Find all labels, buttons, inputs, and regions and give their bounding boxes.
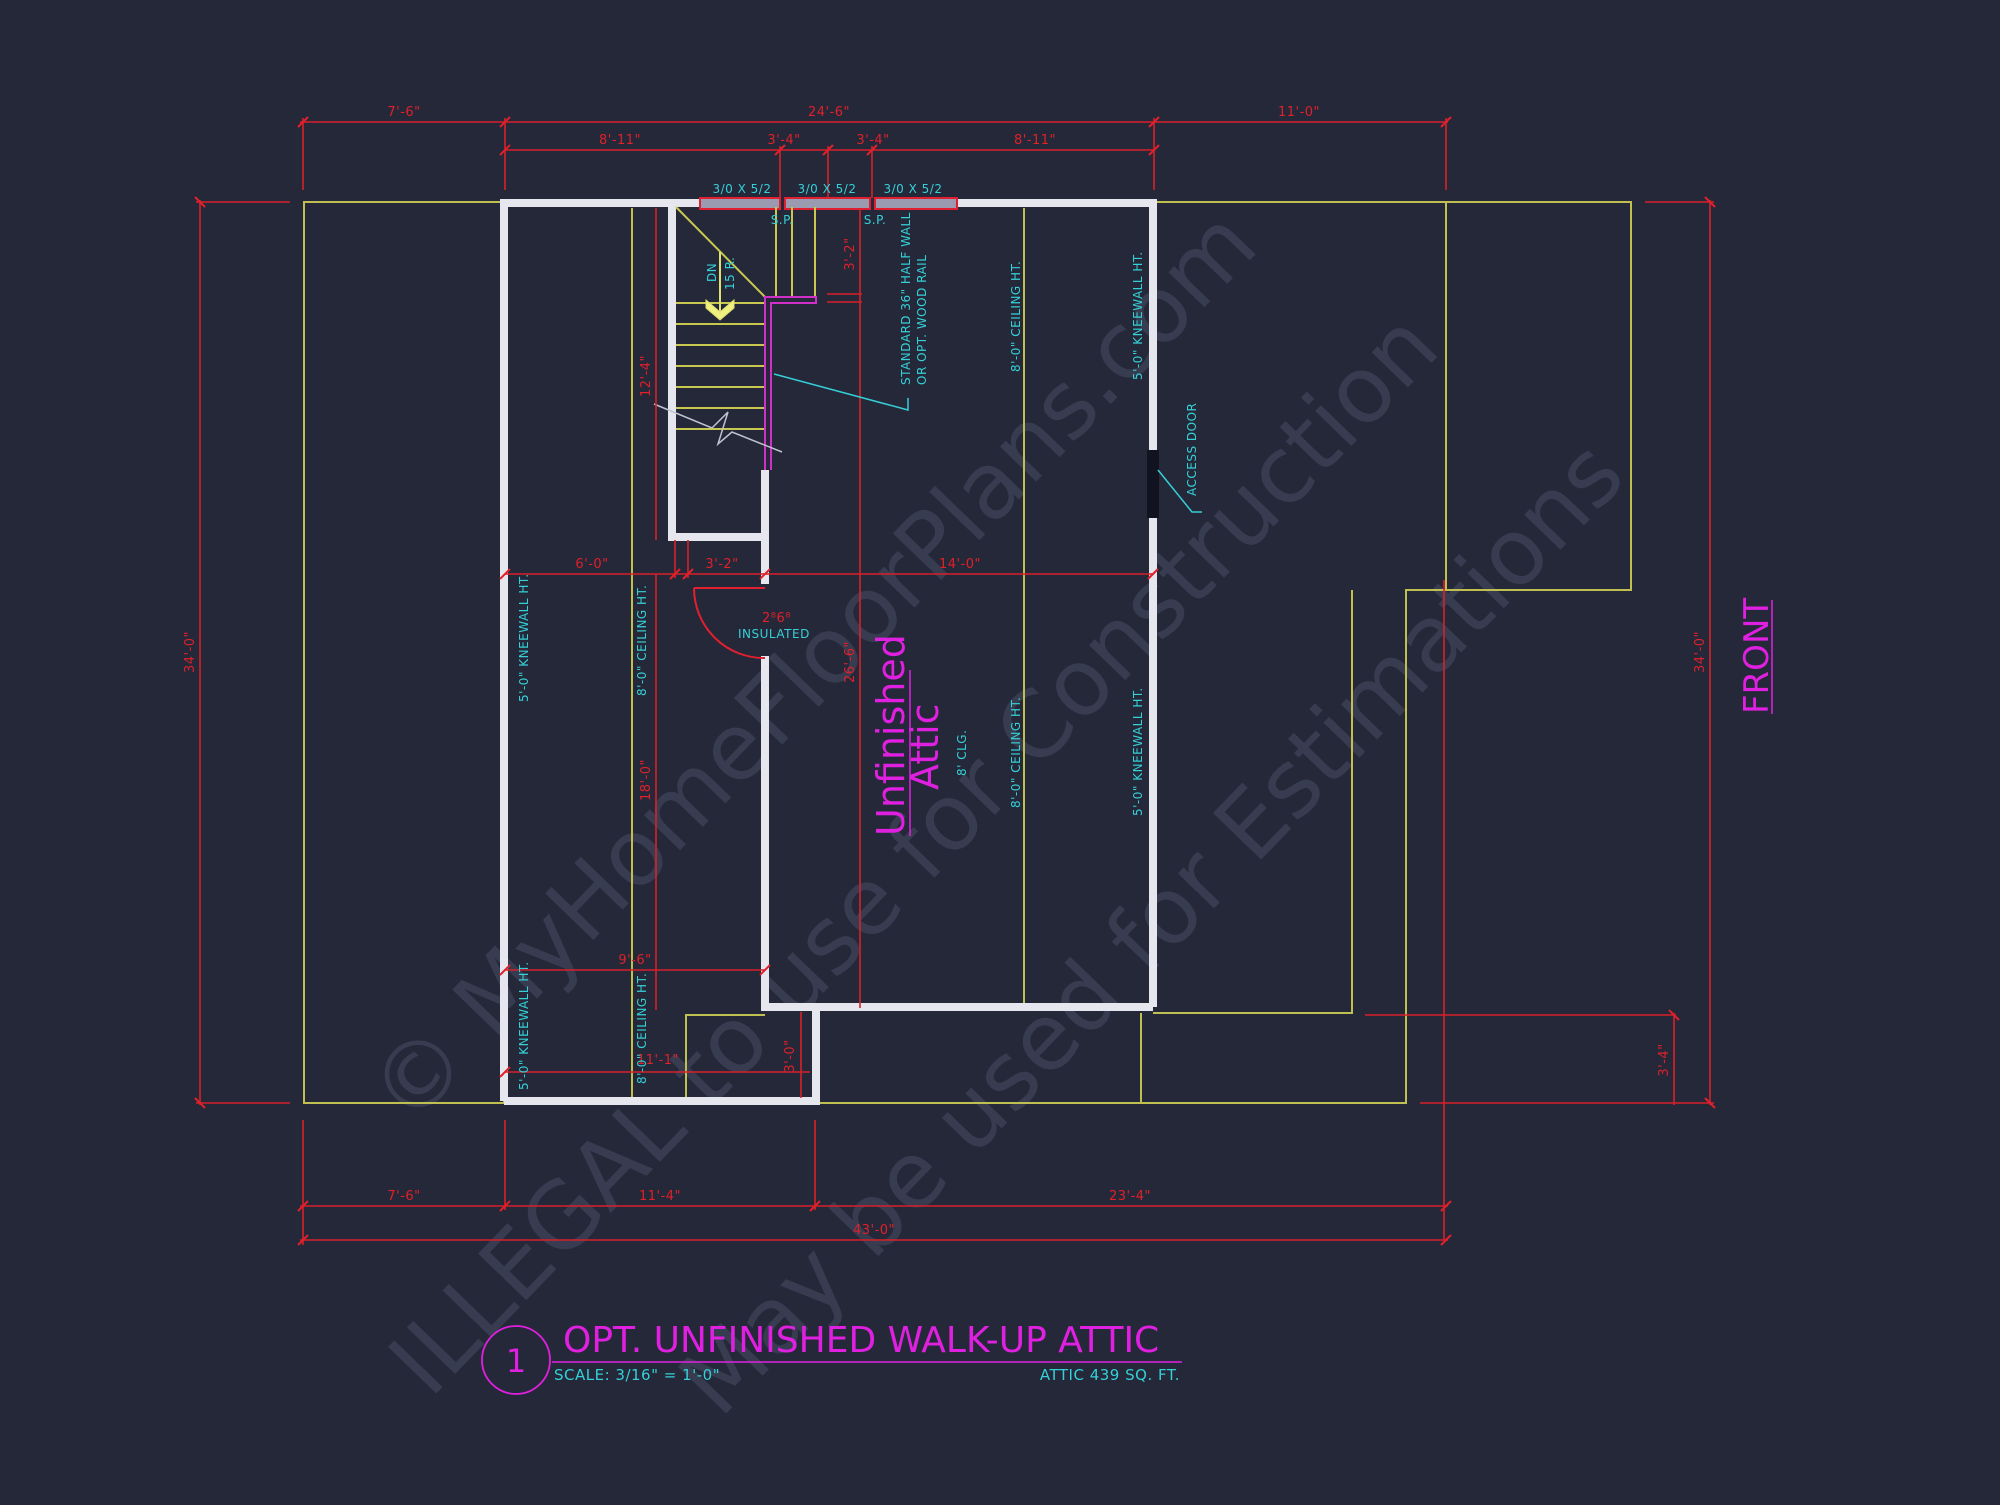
window-label-2: 3/0 X 5/2 (798, 182, 857, 196)
dim-26-6: 26'-6" (843, 641, 858, 683)
sp-label-1: S.P. (771, 213, 794, 227)
access-door-label: ACCESS DOOR (1185, 403, 1199, 496)
door-swing (693, 587, 766, 660)
front-label: FRONT (1737, 598, 1777, 714)
drawing-title: OPT. UNFINISHED WALK-UP ATTIC (563, 1320, 1159, 1361)
dimension-labels: 7'-6" 24'-6" 11'-0" 8'-11" 3'-4" 3'-4" 8… (183, 105, 1708, 1238)
detail-circle (481, 1325, 551, 1395)
dim-left: 34'-0" (183, 631, 198, 673)
windows (699, 197, 958, 210)
room-label: Unfinished Attic (869, 634, 947, 836)
door-size-label: 2⁸6⁸ (762, 611, 791, 626)
half-wall-note-2: OR OPT. WOOD RAIL (915, 255, 929, 385)
dim-6-0: 6'-0" (575, 557, 608, 572)
dim-11-1: 11'-1" (637, 1053, 679, 1068)
scale-label: SCALE: 3/16" = 1'-0" (554, 1366, 720, 1384)
dim-top2-4: 8'-11" (1014, 133, 1056, 148)
detail-number: 1 (506, 1342, 526, 1380)
dim-14-0: 14'-0" (939, 557, 981, 572)
dimension-lines (196, 118, 1714, 1245)
dim-3-0: 3'-0" (783, 1039, 798, 1072)
ceiling-note-2: 8'-0" CEILING HT. (1009, 697, 1023, 808)
stair-break-line (653, 403, 783, 453)
dim-bottom-2: 11'-4" (639, 1189, 681, 1204)
ceiling-note-4: 8'-0" CEILING HT. (635, 973, 649, 1084)
clg-label: 8' CLG. (955, 730, 969, 776)
dim-right-small: 3'-4" (1657, 1043, 1672, 1076)
stair (675, 206, 817, 470)
stair-arrow-icon (705, 252, 735, 321)
roof-outline (303, 201, 1632, 1104)
kneewall-note-1: 5'-0" KNEEWALL HT. (1131, 251, 1145, 380)
ceiling-note-3: 8'-0" CEILING HT. (635, 585, 649, 696)
window-label-3: 3/0 X 5/2 (884, 182, 943, 196)
kneewall-note-3: 5'-0" KNEEWALL HT. (517, 573, 531, 702)
dim-9-6: 9'-6" (618, 953, 651, 968)
window-label-1: 3/0 X 5/2 (713, 182, 772, 196)
dim-bottom-1: 7'-6" (387, 1189, 420, 1204)
dim-top-1: 7'-6" (387, 105, 420, 120)
walls (500, 199, 1157, 1105)
dim-12-4: 12'-4" (639, 355, 654, 397)
dim-bottom-total: 43'-0" (853, 1223, 895, 1238)
half-wall-note-1: STANDARD 36" HALF WALL (899, 212, 913, 385)
access-door-opening (1147, 450, 1159, 518)
stair-dn-label: DN (705, 263, 719, 282)
dim-18-0: 18'-0" (639, 759, 654, 801)
dim-top2-1: 8'-11" (599, 133, 641, 148)
insulated-label: INSULATED (738, 627, 810, 641)
dim-top2-2: 3'-4" (767, 133, 800, 148)
title-block: 1 OPT. UNFINISHED WALK-UP ATTIC SCALE: 3… (481, 1320, 1182, 1395)
dim-top-3: 11'-0" (1278, 105, 1320, 120)
kneewall-note-4: 5'-0" KNEEWALL HT. (517, 961, 531, 1090)
kneewall-note-2: 5'-0" KNEEWALL HT. (1131, 687, 1145, 816)
dim-3-2: 3'-2" (705, 557, 738, 572)
notes: 3/0 X 5/2 3/0 X 5/2 3/0 X 5/2 S.P. S.P. … (517, 182, 1199, 1090)
dimension-ticks (194, 116, 1716, 1246)
watermark: © MyHomeFloorPlans.com ILLEGAL to use fo… (349, 190, 1644, 1436)
dim-top-2: 24'-6" (808, 105, 850, 120)
dim-bottom-3: 23'-4" (1109, 1189, 1151, 1204)
area-label: ATTIC 439 SQ. FT. (1040, 1366, 1180, 1384)
ceiling-note-1: 8'-0" CEILING HT. (1009, 261, 1023, 372)
leader-lines (773, 373, 1202, 513)
sp-label-2: S.P. (864, 213, 887, 227)
room-label-unfinished: Unfinished (869, 634, 913, 836)
stair-risers-label: 15 R. (723, 257, 737, 290)
dim-stair-3-2: 3'-2" (843, 237, 858, 270)
dim-top2-3: 3'-4" (856, 133, 889, 148)
dim-right: 34'-0" (1693, 631, 1708, 673)
